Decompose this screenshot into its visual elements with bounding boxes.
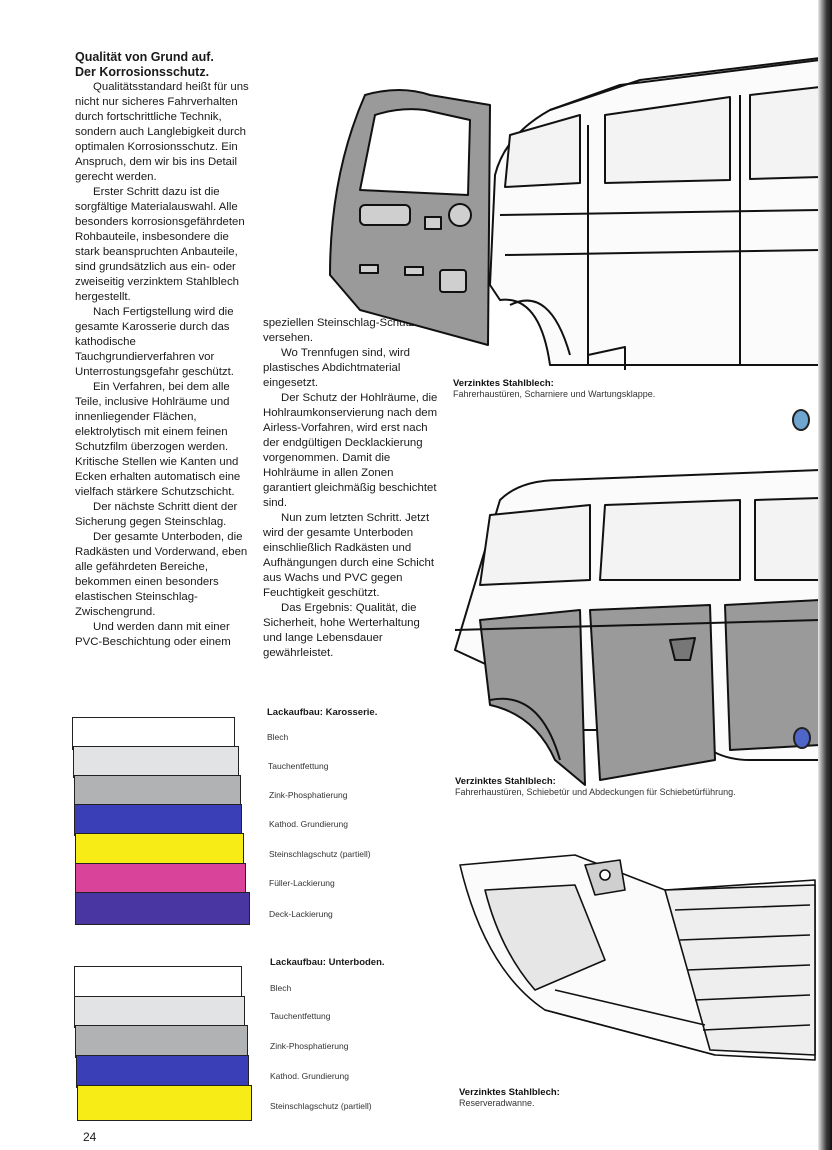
caption-1-text: Fahrerhaustüren, Scharniere und Wartungs…	[453, 389, 656, 399]
karosserie-title: Lackaufbau: Karosserie.	[267, 707, 378, 718]
caption-2-text: Fahrerhaustüren, Schiebetür und Abdeckun…	[455, 787, 736, 797]
unterboden-layer-label: Steinschlagschutz (partiell)	[270, 1101, 372, 1111]
left-paragraph: Der nächste Schritt dient der Sicherung …	[75, 501, 238, 528]
mid-paragraph: Das Ergebnis: Qualität, die Sicherheit, …	[263, 602, 420, 659]
article-middle-column: speziellen Steinschlag-Schutzlack verseh…	[263, 316, 441, 661]
van-side-illustration	[454, 469, 820, 786]
karosserie-layer-label: Steinschlagschutz (partiell)	[269, 849, 371, 859]
unterboden-layer-label: Tauchentfettung	[270, 1011, 331, 1021]
karosserie-swatch-fueller	[75, 863, 246, 895]
mid-paragraph: Wo Trennfugen sind, wird plastisches Abd…	[263, 347, 410, 389]
karosserie-swatch-zink-phosphatierung	[74, 775, 241, 807]
article-heading-line-1: Qualität von Grund auf.	[75, 50, 214, 64]
article-heading-line-2: Der Korrosionsschutz.	[75, 65, 210, 79]
left-paragraph: Nach Fertigstellung wird die gesamte Kar…	[75, 306, 234, 378]
van-door-illustration	[329, 57, 820, 370]
left-paragraph: Qualitätsstandard heißt für uns nicht nu…	[75, 81, 249, 183]
binding-ring-mark	[793, 727, 811, 749]
left-paragraph: Erster Schritt dazu ist die sorgfältige …	[75, 186, 245, 303]
unterboden-layer-label: Zink-Phosphatierung	[270, 1041, 349, 1051]
page-spine-shadow	[818, 0, 832, 1150]
karosserie-layer-label: Zink-Phosphatierung	[269, 790, 348, 800]
unterboden-layer-label: Blech	[270, 983, 292, 993]
left-paragraph: Und werden dann mit einer PVC-Beschichtu…	[75, 621, 231, 648]
left-paragraph: Ein Verfahren, bei dem alle Teile, inclu…	[75, 381, 230, 453]
caption-1-title: Verzinktes Stahlblech:	[453, 378, 554, 389]
karosserie-swatch-tauchentfettung	[73, 746, 239, 778]
caption-3: Verzinktes Stahlblech: Reserveradwanne.	[459, 1087, 759, 1109]
unterboden-title: Lackaufbau: Unterboden.	[270, 957, 385, 968]
caption-3-text: Reserveradwanne.	[459, 1098, 535, 1108]
unterboden-swatch-kathod-grundierung	[76, 1055, 249, 1088]
article-left-column: Qualität von Grund auf. Der Korrosionssc…	[75, 50, 253, 650]
mid-paragraph: Der Schutz der Hohlräume, die Hohlraumko…	[263, 392, 438, 509]
unterboden-swatch-blech	[74, 966, 242, 999]
unterboden-layer-label: Kathod. Grundierung	[270, 1071, 349, 1081]
unterboden-swatch-steinschlagschutz	[77, 1085, 252, 1121]
caption-1: Verzinktes Stahlblech: Fahrerhaustüren, …	[453, 378, 753, 400]
left-paragraph: Der gesamte Unterboden, die Radkästen un…	[75, 531, 248, 618]
mid-paragraph: Nun zum letzten Schritt. Jetzt wird der …	[263, 512, 434, 599]
caption-3-title: Verzinktes Stahlblech:	[459, 1087, 560, 1098]
binding-ring-mark	[792, 409, 810, 431]
caption-2-title: Verzinktes Stahlblech:	[455, 776, 556, 787]
caption-2: Verzinktes Stahlblech: Fahrerhaustüren, …	[455, 776, 785, 798]
karosserie-swatch-deck	[75, 892, 250, 925]
karosserie-swatch-steinschlagschutz	[75, 833, 244, 866]
underbody-illustration	[459, 854, 816, 1061]
karosserie-layer-label: Deck-Lackierung	[269, 909, 333, 919]
karosserie-layer-label: Tauchentfettung	[268, 761, 329, 771]
mid-paragraph: speziellen Steinschlag-Schutzlack verseh…	[263, 317, 435, 344]
karosserie-layer-label: Blech	[267, 732, 289, 742]
karosserie-swatch-kathod-grundierung	[74, 804, 242, 836]
unterboden-swatch-zink-phosphatierung	[75, 1025, 248, 1058]
karosserie-layer-label: Füller-Lackierung	[269, 878, 335, 888]
karosserie-layer-label: Kathod. Grundierung	[269, 819, 348, 829]
left-paragraph: Kritische Stellen wie Kanten und Ecken e…	[75, 456, 241, 498]
unterboden-swatch-tauchentfettung	[74, 996, 245, 1028]
page-number: 24	[83, 1130, 97, 1144]
